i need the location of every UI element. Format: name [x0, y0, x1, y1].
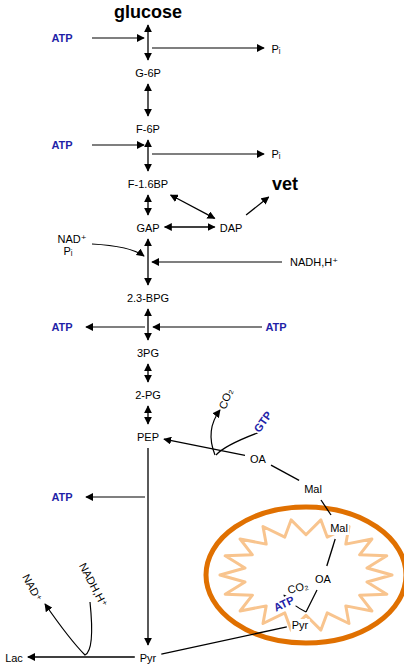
metabolite-node: PEP: [134, 426, 162, 446]
reaction-arrow: [147, 406, 148, 424]
metabolite-node: Pyr: [289, 614, 312, 634]
reaction-arrow: [161, 627, 286, 654]
mitochondrion: [206, 507, 404, 643]
metabolite-name: vet: [271, 174, 299, 194]
reaction-arrow: [147, 239, 148, 285]
reaction-arrow: [271, 465, 299, 480]
metabolite-name: Mal: [303, 483, 323, 496]
metabolite-name: Pyr: [139, 652, 158, 665]
metabolite-node: GAP: [133, 217, 162, 237]
reaction-arrow: [147, 84, 148, 116]
side-arrows: [45, 38, 306, 655]
metabolite-name: OA: [314, 573, 332, 586]
metabolite-node: 3PG: [134, 342, 162, 362]
reaction-arrow: [327, 539, 335, 566]
energy-label: ATP: [50, 491, 73, 504]
energy-label: GTP: [251, 408, 276, 436]
cofactor-label: NADH,H⁺: [76, 560, 111, 610]
metabolite-name: 3PG: [136, 347, 160, 360]
energy-label: ATP: [50, 321, 73, 334]
metabolite-name: GAP: [135, 222, 160, 235]
reaction-arrow: [147, 309, 148, 340]
reaction-arrow: [147, 448, 148, 645]
metabolite-node: OA: [247, 448, 269, 468]
reaction-arrow: [164, 439, 245, 455]
reaction-arrow: [147, 195, 148, 215]
metabolite-node: F-1.6BP: [125, 173, 171, 193]
metabolite-name: DAP: [219, 222, 244, 235]
energy-label: ATP: [50, 139, 73, 152]
metabolite-name: PEP: [136, 431, 160, 444]
metabolite-name: glucose: [113, 2, 183, 22]
reaction-arrow: [147, 140, 148, 171]
cofactor-label: Pᵢ: [62, 245, 73, 258]
metabolite-node: G-6P: [132, 62, 164, 82]
metabolite-node: OA: [312, 568, 334, 588]
reaction-arrow: [321, 500, 331, 515]
reaction-arrow: [28, 656, 135, 657]
cofactor-label: NADH,H⁺: [289, 256, 339, 269]
metabolite-name: 2.3-BPG: [126, 292, 170, 305]
metabolite-node: F-6P: [133, 118, 163, 138]
metabolite-name: F-6P: [135, 123, 161, 136]
metabolite-name: F-1.6BP: [127, 178, 169, 191]
metabolite-node: Mal: [327, 517, 351, 537]
metabolite-name: OA: [249, 453, 267, 466]
metabolite-node: 2-PG: [132, 384, 164, 404]
reaction-arrow: [165, 226, 215, 227]
reaction-arrow: [147, 25, 148, 60]
energy-label: ATP: [264, 321, 287, 334]
energy-label: ATP: [50, 32, 73, 45]
cofactor-label: NAD⁺: [19, 571, 45, 605]
metabolite-name: G-6P: [134, 67, 162, 80]
metabolite-node: 2.3-BPG: [124, 287, 172, 307]
metabolite-name: Mal: [329, 522, 349, 535]
metabolite-name: 2-PG: [134, 389, 162, 402]
metabolite-node: Mal: [301, 478, 325, 498]
reaction-arrow: [306, 590, 317, 612]
cofactor-label: CO₂: [216, 386, 236, 412]
metabolite-node: Lac: [2, 647, 26, 667]
metabolite-node: vet: [269, 173, 301, 195]
metabolite-name: Lac: [4, 652, 24, 665]
metabolite-node: glucose: [111, 1, 185, 23]
metabolite-node: DAP: [217, 217, 246, 237]
metabolite-name: Pyr: [291, 619, 310, 632]
metabolite-node: Pyr: [137, 647, 160, 667]
reaction-arrow: [171, 195, 215, 218]
reaction-arrow: [246, 197, 269, 215]
reaction-arrow: [147, 364, 148, 382]
cofactor-label: Pᵢ: [270, 43, 281, 56]
cofactor-label: Pᵢ: [270, 148, 281, 161]
